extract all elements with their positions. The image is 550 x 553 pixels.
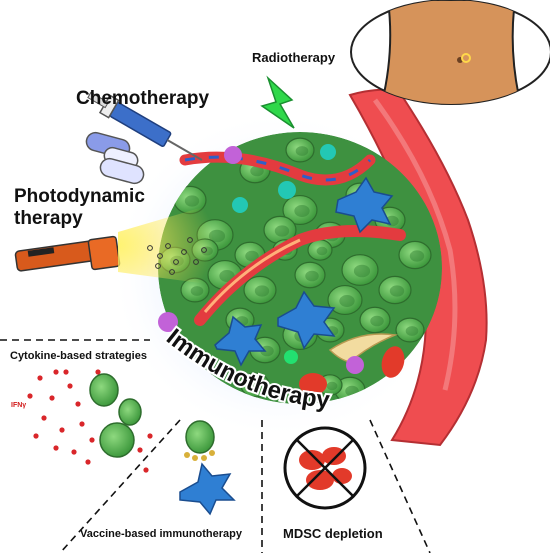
vaccine-label: Vaccine-based immunotherapy bbox=[80, 528, 242, 540]
immune-cell bbox=[278, 181, 296, 199]
chemotherapy-label: Chemotherapy bbox=[76, 88, 210, 109]
immune-cell bbox=[284, 350, 298, 364]
cell-nucleus bbox=[250, 165, 264, 177]
cell-nucleus bbox=[294, 205, 310, 217]
cell-nucleus bbox=[370, 315, 384, 327]
tumor-cell bbox=[243, 275, 277, 305]
photosensitizer-dot bbox=[169, 269, 175, 275]
cytokine-dot bbox=[75, 401, 81, 407]
macrophage bbox=[214, 315, 267, 367]
cytokine-dot bbox=[71, 449, 77, 455]
cell-nucleus bbox=[405, 326, 419, 336]
tumor-cell bbox=[285, 137, 315, 163]
cell-nucleus bbox=[339, 295, 355, 307]
cytokine-dot bbox=[143, 467, 149, 473]
photodynamic-label: Photodynamic bbox=[14, 186, 145, 207]
cytokine-dots bbox=[27, 369, 153, 473]
tumor-cell bbox=[378, 275, 412, 305]
mdsc-label: MDSC depletion bbox=[283, 526, 383, 541]
photosensitizer-dot bbox=[181, 249, 187, 255]
tumor-cell bbox=[294, 261, 326, 289]
tumor-cell bbox=[240, 372, 270, 398]
tumor-cell bbox=[395, 317, 425, 343]
photosensitizer-dot bbox=[201, 247, 207, 253]
photodynamic-label-line2: therapy bbox=[14, 208, 83, 229]
cell-nucleus bbox=[316, 246, 328, 256]
cell-nucleus bbox=[208, 229, 226, 243]
cell-nucleus bbox=[305, 270, 319, 282]
syringe-icon bbox=[87, 91, 203, 161]
tumor-cell bbox=[341, 254, 379, 286]
photosensitizer-dots bbox=[147, 237, 207, 275]
pills-icon bbox=[85, 131, 145, 185]
photosensitizer-dot bbox=[147, 245, 153, 251]
cytokine-dot bbox=[137, 447, 143, 453]
tumor-cell bbox=[89, 373, 119, 407]
dendritic-cell bbox=[179, 462, 236, 516]
cytokine-dot bbox=[67, 383, 73, 389]
cell-nucleus bbox=[190, 286, 204, 296]
immune-cell bbox=[158, 312, 178, 332]
cytokine-dot bbox=[63, 369, 69, 375]
cell-nucleus bbox=[184, 195, 200, 207]
immune-cell bbox=[232, 197, 248, 213]
tumor-site-icon bbox=[461, 53, 471, 63]
cell-nucleus bbox=[250, 381, 264, 391]
tumor-cell bbox=[327, 284, 363, 316]
tumor-cell bbox=[398, 240, 432, 270]
cell-nucleus bbox=[326, 381, 338, 391]
cytokine-dot bbox=[147, 433, 153, 439]
photosensitizer-dot bbox=[155, 263, 161, 269]
cytokine-dot bbox=[41, 415, 47, 421]
section-dividers bbox=[0, 339, 431, 553]
photosensitizer-dot bbox=[157, 253, 163, 259]
photosensitizer-dot bbox=[173, 259, 179, 265]
cell-nucleus bbox=[409, 250, 425, 262]
cytokine-dot bbox=[79, 421, 85, 427]
macrophage bbox=[335, 176, 394, 234]
red-blood-cell bbox=[381, 346, 405, 378]
cell-nucleus bbox=[389, 285, 405, 297]
cell-nucleus bbox=[353, 264, 371, 278]
cytokine-dot bbox=[89, 437, 95, 443]
cell-nucleus bbox=[245, 250, 259, 262]
tumor-cell bbox=[99, 422, 135, 458]
immune-cell bbox=[346, 356, 364, 374]
tumor-cell bbox=[118, 398, 142, 426]
light-beam bbox=[118, 205, 215, 285]
photosensitizer-dot bbox=[165, 243, 171, 249]
cytokine-dot bbox=[53, 445, 59, 451]
tumor-cell bbox=[185, 420, 215, 454]
cytokine-dot bbox=[85, 459, 91, 465]
cell-nucleus bbox=[274, 225, 290, 237]
red-blood-cell bbox=[299, 373, 327, 395]
photosensitizer-dot bbox=[193, 259, 199, 265]
tumor-cell bbox=[282, 194, 318, 226]
immune-cell bbox=[320, 144, 336, 160]
tumor-cell bbox=[359, 306, 391, 334]
cell-nucleus bbox=[254, 285, 270, 297]
cytokine-dot bbox=[33, 433, 39, 439]
macrophage bbox=[277, 290, 336, 350]
cytokine-dot bbox=[53, 369, 59, 375]
ifn-gamma-label: IFNγ bbox=[11, 402, 27, 409]
lightning-icon bbox=[260, 75, 295, 129]
photosensitizer-dot bbox=[187, 237, 193, 243]
cell-nucleus bbox=[219, 270, 235, 282]
antigen-dots bbox=[184, 450, 215, 461]
cytokine-dot bbox=[27, 393, 33, 399]
cytokine-dot bbox=[37, 375, 43, 381]
cytokine-dot bbox=[59, 427, 65, 433]
radiotherapy-label: Radiotherapy bbox=[252, 50, 336, 65]
fibroblast bbox=[328, 333, 398, 363]
cell-nucleus bbox=[295, 146, 309, 156]
cytokine-dot bbox=[95, 369, 101, 375]
immune-cell bbox=[224, 146, 242, 164]
cytokine-label: Cytokine-based strategies bbox=[10, 350, 147, 362]
cytokine-dot bbox=[49, 395, 55, 401]
flashlight-icon bbox=[14, 235, 121, 272]
